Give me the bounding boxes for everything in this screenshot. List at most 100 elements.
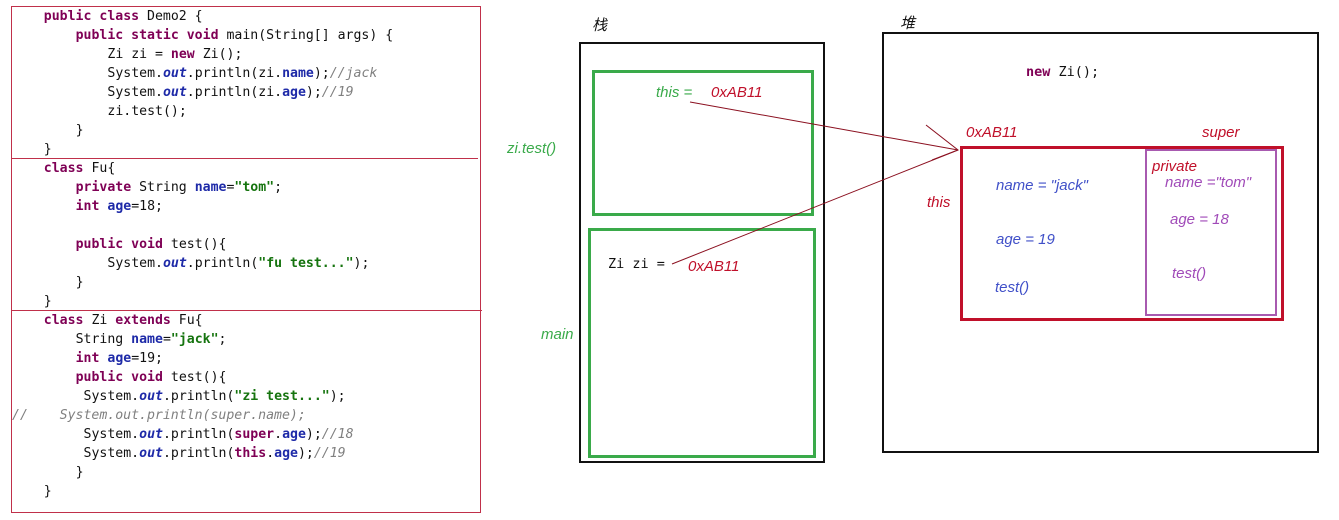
fu-field-age: age = 18 xyxy=(1170,211,1229,228)
code-line: System.out.println(this.age);//19 xyxy=(84,444,346,463)
super-label: super xyxy=(1202,124,1240,141)
fu-super-part xyxy=(1145,149,1277,316)
new-zi-call: Zi(); xyxy=(1050,64,1100,80)
code-token: System. xyxy=(107,256,163,271)
code-token: int xyxy=(75,351,100,366)
code-token: out xyxy=(162,85,187,100)
this-label: this xyxy=(927,194,951,211)
code-token: Zi xyxy=(83,313,116,328)
code-token: private xyxy=(75,180,132,195)
code-token: } xyxy=(43,142,52,157)
code-token: } xyxy=(75,465,84,480)
code-token: public void xyxy=(75,237,163,252)
code-line: } xyxy=(76,463,84,482)
code-token: .println( xyxy=(162,389,235,404)
code-token: "fu test..." xyxy=(258,256,354,271)
code-line: System.out.println(super.age);//18 xyxy=(84,425,354,444)
code-line: } xyxy=(44,292,52,311)
new-keyword: new xyxy=(1026,64,1051,80)
code-token: . xyxy=(266,446,275,461)
code-separator-fu xyxy=(12,158,478,159)
code-token: //jack xyxy=(329,66,378,81)
this-reference-arrow xyxy=(689,101,959,151)
code-token: out xyxy=(162,256,187,271)
fu-method-test: test() xyxy=(1172,265,1207,282)
code-line: } xyxy=(76,121,84,140)
code-token: System. xyxy=(107,66,163,81)
code-token: ); xyxy=(305,427,322,442)
code-separator-zi xyxy=(12,310,482,311)
code-token: this xyxy=(234,446,267,461)
code-token: public class xyxy=(43,9,140,24)
code-line: System.out.println(zi.name);//jack xyxy=(107,64,377,83)
code-token: age xyxy=(282,427,306,442)
code-line: public void test(){ xyxy=(76,235,227,254)
heap-area xyxy=(882,32,1319,453)
main-frame-zi-address: 0xAB11 xyxy=(688,258,740,275)
stack-area xyxy=(579,42,825,463)
code-token: Zi zi = xyxy=(107,47,171,62)
code-token: int xyxy=(75,199,100,214)
code-token: // System.out.println(super.name); xyxy=(12,408,306,423)
code-token: Demo2 { xyxy=(139,9,203,24)
fu-field-name: name ="tom" xyxy=(1165,174,1252,191)
code-token: ); xyxy=(353,256,370,271)
code-line: Zi zi = new Zi(); xyxy=(107,45,242,64)
code-token: age xyxy=(274,446,298,461)
code-line: class Fu{ xyxy=(44,159,115,178)
code-token: =19; xyxy=(131,351,163,366)
zi-field-name: name = "jack" xyxy=(996,177,1088,194)
code-line: System.out.println(zi.age);//19 xyxy=(107,83,353,102)
code-token: out xyxy=(139,389,163,404)
code-line: public static void main(String[] args) { xyxy=(76,26,394,45)
code-line: int age=19; xyxy=(76,349,163,368)
stack-frame-main xyxy=(588,228,816,458)
code-token: name xyxy=(282,66,314,81)
code-token: } xyxy=(75,275,84,290)
code-token: age xyxy=(282,85,306,100)
code-token: class xyxy=(43,313,84,328)
code-line: zi.test(); xyxy=(107,102,186,121)
zi-field-age: age = 19 xyxy=(996,231,1055,248)
code-token: "tom" xyxy=(234,180,275,195)
code-token: //19 xyxy=(321,85,354,100)
stack-frame-test xyxy=(592,70,814,216)
code-line: public void test(){ xyxy=(76,368,227,387)
code-token: System. xyxy=(107,85,163,100)
code-token: } xyxy=(43,484,52,499)
code-token: class xyxy=(43,161,84,176)
code-token: .println(zi. xyxy=(186,66,283,81)
code-token: .println( xyxy=(186,256,259,271)
code-token: String xyxy=(75,332,132,347)
code-token: ); xyxy=(305,85,322,100)
code-line: } xyxy=(76,273,84,292)
code-token: ); xyxy=(329,389,346,404)
code-line: class Zi extends Fu{ xyxy=(44,311,203,330)
zi-object xyxy=(960,146,1284,321)
code-line: String name="jack"; xyxy=(76,330,227,349)
code-line: public class Demo2 { xyxy=(44,7,203,26)
code-line: System.out.println("fu test..."); xyxy=(107,254,369,273)
code-panel: public class Demo2 {public static void m… xyxy=(11,6,482,513)
code-token: out xyxy=(139,427,163,442)
code-token: System. xyxy=(83,427,140,442)
code-token: ; xyxy=(274,180,283,195)
code-line: // System.out.println(super.name); xyxy=(12,406,306,425)
code-token: Fu{ xyxy=(170,313,203,328)
stack-frame-test-label: zi.test() xyxy=(507,140,557,157)
code-token: ); xyxy=(297,446,314,461)
code-token: .println( xyxy=(162,446,235,461)
code-token: System. xyxy=(83,389,140,404)
code-token: } xyxy=(43,294,52,309)
code-token: . xyxy=(274,427,283,442)
code-token: main(String[] args) { xyxy=(218,28,394,43)
code-token: //18 xyxy=(321,427,354,442)
code-token: = xyxy=(162,332,171,347)
zi-reference-arrow xyxy=(671,149,959,265)
heap-title: 堆 xyxy=(900,14,916,32)
code-token: "zi test..." xyxy=(234,389,330,404)
code-token: zi.test(); xyxy=(107,104,187,119)
code-token: System. xyxy=(83,446,140,461)
code-token: ; xyxy=(218,332,227,347)
code-line: } xyxy=(44,482,52,501)
